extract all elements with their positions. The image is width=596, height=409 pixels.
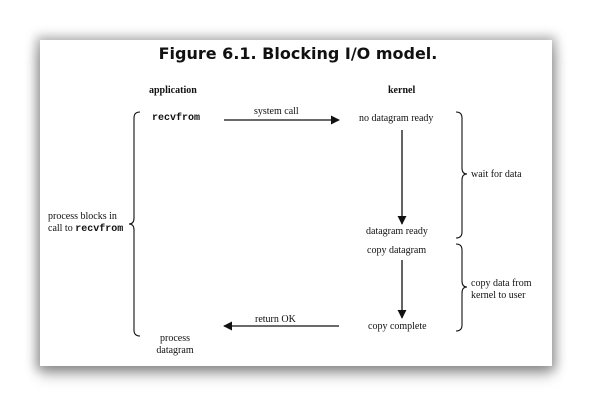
figure-title: Figure 6.1. Blocking I/O model. [158,44,438,63]
return-ok-label: return OK [255,314,296,325]
process-datagram-label-line2: datagram [156,345,194,356]
column-header-kernel: kernel [388,85,416,96]
process-blocks-label-line2: call to recvfrom [48,223,123,236]
application-brace [128,111,141,337]
copy-data-brace [455,243,468,332]
wait-for-data-brace [455,111,468,239]
process-datagram-label-line1: process [160,333,190,344]
column-header-application: application [149,85,197,96]
process-blocks-func: recvfrom [75,224,124,235]
copy-datagram-label: copy datagram [367,245,427,256]
recvfrom-call-label: recvfrom [152,113,201,124]
copy-complete-label: copy complete [368,321,427,332]
no-datagram-ready-label: no datagram ready [359,113,434,124]
copy-data-label-line1: copy data from [471,278,532,289]
datagram-ready-label: datagram ready [366,226,428,237]
process-blocks-label-line1: process blocks in [48,211,117,222]
copy-data-label-line2: kernel to user [471,290,526,301]
figure-card [40,40,552,366]
system-call-label: system call [254,106,299,117]
wait-for-data-label: wait for data [471,169,522,180]
process-blocks-prefix: call to [48,223,76,234]
